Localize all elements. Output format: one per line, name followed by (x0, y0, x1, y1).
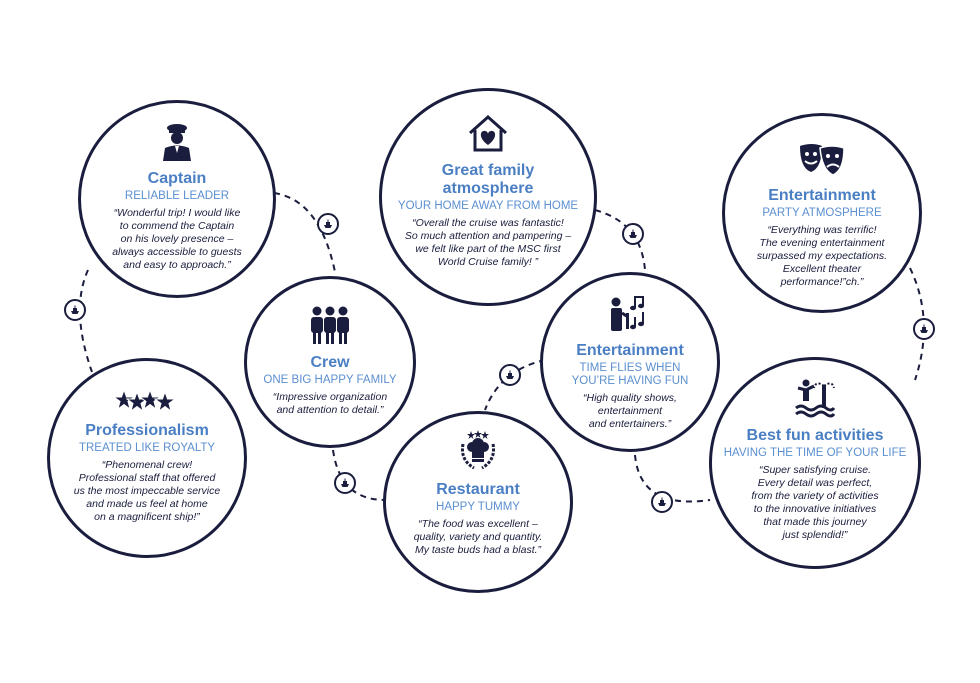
stars-icon (112, 387, 179, 418)
ship-icon (913, 318, 935, 340)
card-activities: Best fun activities HAVING THE TIME OF Y… (709, 357, 921, 569)
ship-icon (622, 223, 644, 245)
card-subtitle: RELIABLE LEADER (124, 190, 230, 202)
card-title: Crew (310, 354, 350, 371)
card-subtitle: TREATED LIKE ROYALTY (78, 442, 216, 454)
card-quote: “High quality shows, entertainment and e… (583, 392, 677, 430)
ship-icon (64, 299, 86, 321)
card-subtitle: YOUR HOME AWAY FROM HOME (397, 200, 579, 212)
card-subtitle: ONE BIG HAPPY FAMILY (263, 374, 397, 386)
card-quote: “Everything was terrific! The evening en… (756, 224, 888, 288)
card-crew: Crew ONE BIG HAPPY FAMILY “Impressive or… (244, 276, 416, 448)
ship-icon (317, 213, 339, 235)
card-entertainment-party: Entertainment PARTY ATMOSPHERE “Everythi… (722, 113, 922, 313)
chef-hat-icon (456, 430, 500, 477)
card-quote: “Phenomenal crew! Professional staff tha… (73, 459, 221, 523)
card-restaurant: Restaurant HAPPY TUMMY “The food was exc… (383, 411, 573, 593)
card-title: Great family atmosphere (441, 162, 535, 197)
card-family: Great family atmosphere YOUR HOME AWAY F… (379, 88, 597, 306)
performer-music-icon (608, 293, 652, 338)
card-captain: Captain RELIABLE LEADER “Wonderful trip!… (78, 100, 276, 298)
card-quote: “The food was excellent – quality, varie… (413, 518, 543, 556)
card-quote: “Wonderful trip! I would like to commend… (112, 207, 242, 271)
card-quote: “Impressive organization and attention t… (272, 391, 388, 416)
card-title: Best fun activities (746, 427, 884, 444)
card-title: Captain (147, 170, 207, 187)
card-title: Entertainment (576, 342, 684, 359)
home-heart-icon (466, 113, 510, 158)
card-title: Entertainment (768, 187, 876, 204)
card-subtitle: PARTY ATMOSPHERE (762, 207, 882, 219)
card-title: Restaurant (436, 481, 520, 498)
card-entertainment-shows: Entertainment TIME FLIES WHEN YOU’RE HAV… (540, 272, 720, 452)
card-quote: “Overall the cruise was fantastic! So mu… (404, 217, 572, 268)
card-title: Professionalism (85, 422, 209, 439)
water-park-icon (794, 378, 836, 423)
crew-icon (308, 305, 352, 350)
card-quote: “Super satisfying cruise. Every detail w… (751, 464, 879, 541)
card-subtitle: HAPPY TUMMY (436, 501, 520, 513)
ship-icon (334, 472, 356, 494)
theater-masks-icon (798, 142, 846, 183)
card-subtitle: HAVING THE TIME OF YOUR LIFE (723, 447, 907, 459)
card-professionalism: Professionalism TREATED LIKE ROYALTY “Ph… (47, 358, 247, 558)
card-subtitle: TIME FLIES WHEN YOU’RE HAVING FUN (571, 362, 689, 387)
ship-icon (651, 491, 673, 513)
captain-icon (160, 121, 194, 166)
ship-icon (499, 364, 521, 386)
